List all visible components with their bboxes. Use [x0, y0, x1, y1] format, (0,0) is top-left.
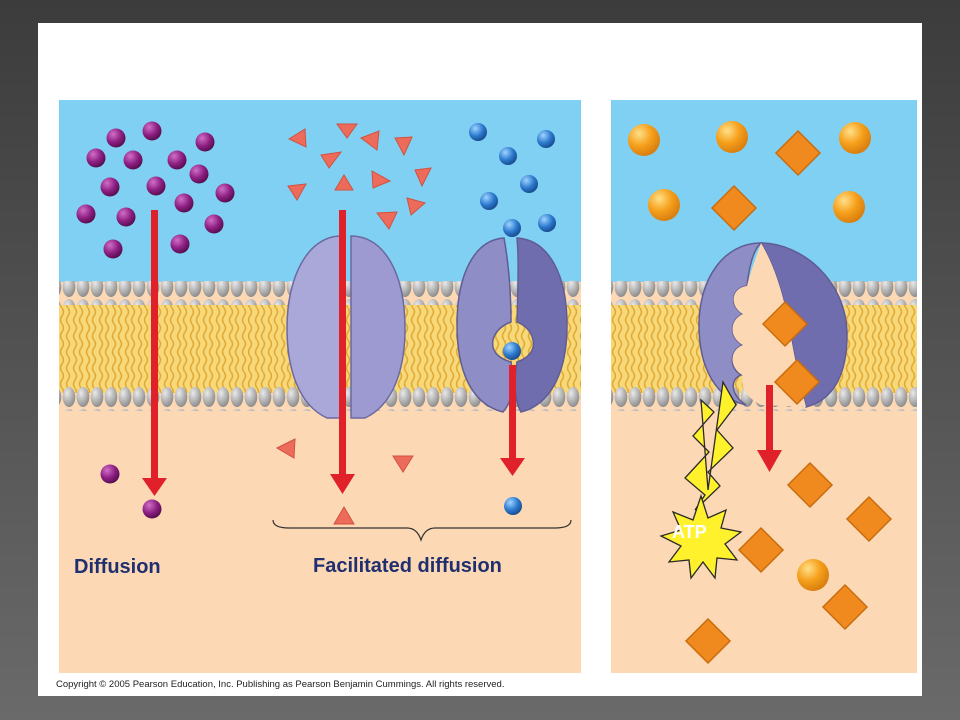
atp-label: ATP	[672, 522, 707, 542]
blue-molecules	[469, 123, 556, 515]
carrier-protein	[456, 237, 568, 413]
passive-transport-illustration	[59, 100, 581, 673]
red-triangle-molecules	[275, 123, 432, 525]
copyright-notice: Copyright © 2005 Pearson Education, Inc.…	[56, 679, 505, 690]
pump-arrow	[757, 385, 782, 472]
channel-protein	[286, 235, 406, 419]
facilitated-diffusion-label: Facilitated diffusion	[313, 555, 502, 577]
movement-arrows	[142, 210, 525, 496]
diffusion-label: Diffusion	[74, 556, 161, 578]
passive-transport-panel	[59, 100, 581, 673]
active-transport-panel	[611, 100, 917, 673]
orange-sphere-molecules	[628, 121, 871, 591]
facilitated-diffusion-brace	[272, 519, 572, 542]
orange-diamond-molecules	[684, 129, 893, 665]
atp-burst	[659, 493, 743, 580]
purple-molecules	[76, 121, 235, 519]
energy-bolt	[684, 380, 737, 511]
active-transport-illustration	[611, 100, 917, 673]
